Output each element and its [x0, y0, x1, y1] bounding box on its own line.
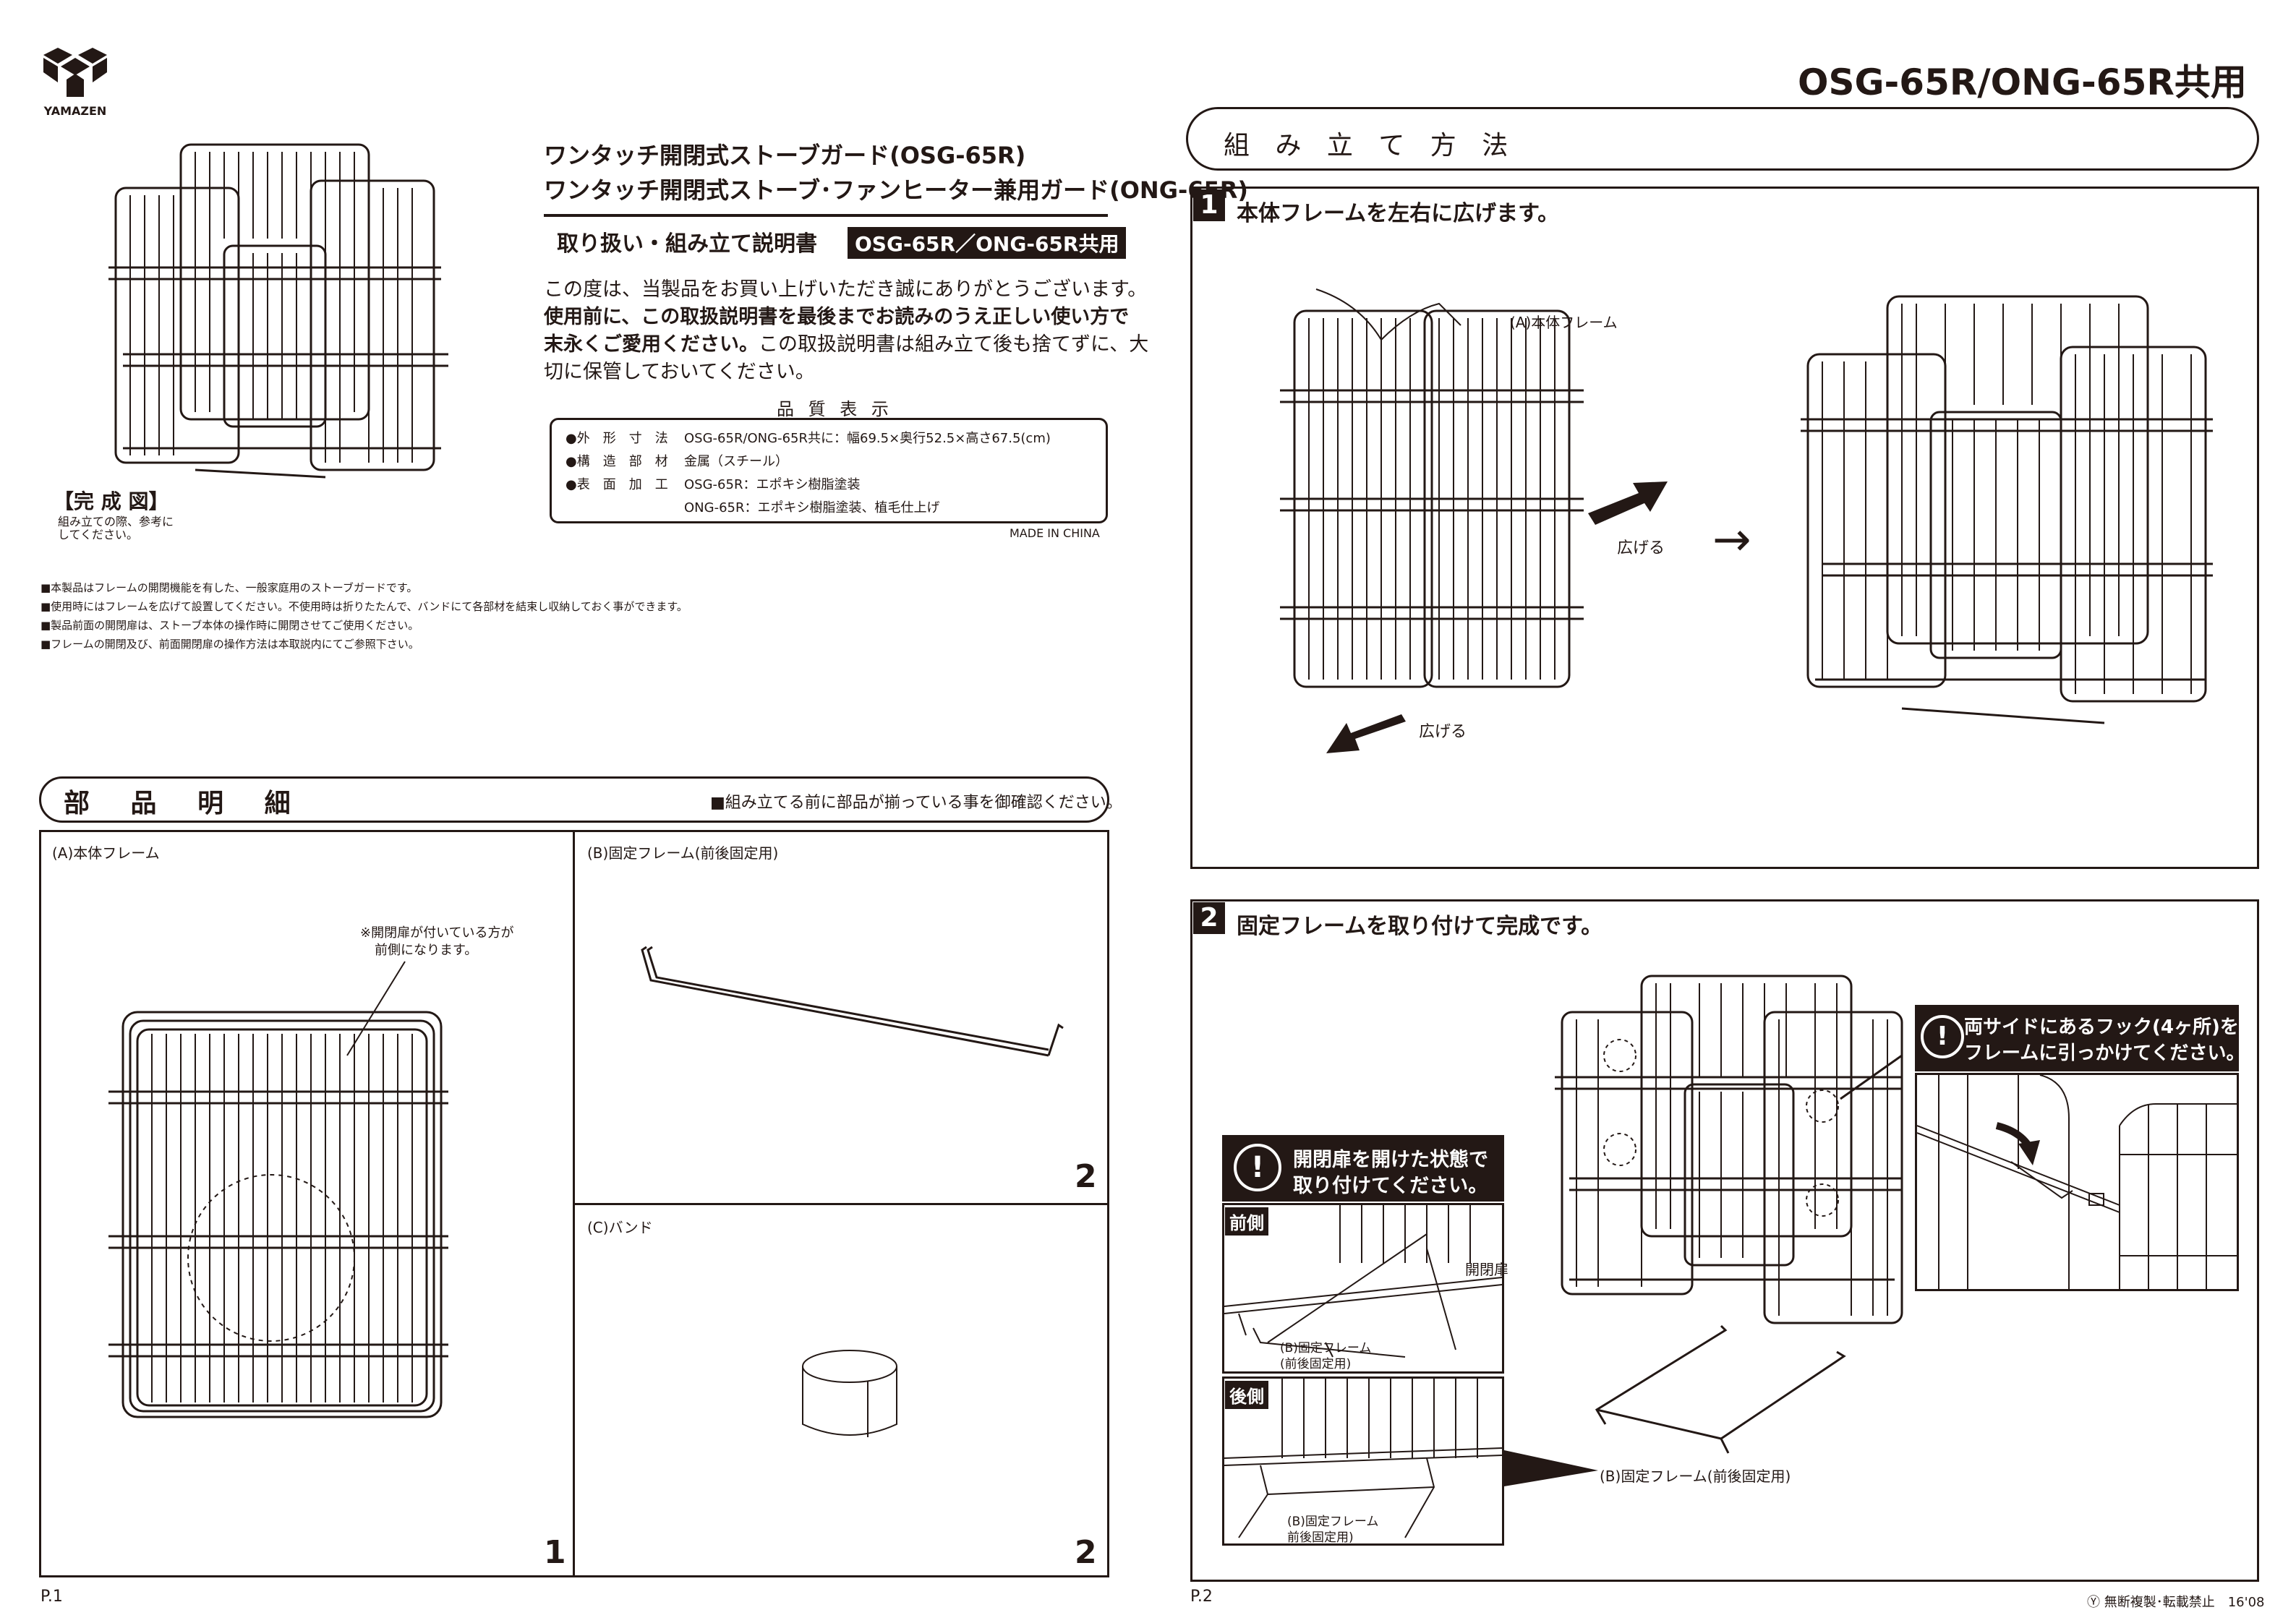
intro-line-4: 切に保管しておいてください。	[544, 361, 815, 383]
parts-section-note: ■組み立てる前に部品が揃っている事を御確認ください。	[710, 794, 1122, 812]
intro-line-2: 使用前に、この取扱説明書を最後までお読みのうえ正しい使い方で	[544, 306, 1130, 328]
front-side-tag: 前側	[1225, 1207, 1268, 1236]
product-title-osg: ワンタッチ開閉式ストーブガード(OSG-65R)	[544, 142, 1026, 169]
note-item: ■製品前面の開閉扉は、ストーブ本体の操作時に開閉させてご使用ください。	[40, 619, 419, 632]
front-b-label-1: (B)固定フレーム	[1280, 1341, 1372, 1356]
b-frame-main-label: (B)固定フレーム(前後固定用)	[1600, 1468, 1791, 1485]
back-detail-illustration	[1224, 1379, 1502, 1538]
brand-name: YAMAZEN	[43, 104, 107, 118]
step-1-frame-label: (A)本体フレーム	[1510, 314, 1618, 331]
folded-frame-illustration	[1280, 288, 1584, 688]
quality-row-key: ●表 面 加 工	[566, 477, 668, 492]
quality-title: 品 質 表 示	[777, 399, 893, 419]
manual-model-tag: OSG-65R／ONG-65R共用	[848, 227, 1127, 259]
assembly-section-title: 組 み 立 て 方 法	[1224, 131, 1517, 160]
step-1-title: 本体フレームを左右に広げます。	[1237, 201, 1560, 226]
hook-warning-line-2: フレームに引っかけてください。	[1964, 1042, 2245, 1064]
completed-note-1: 組み立ての際、参考に	[58, 515, 174, 528]
note-item: ■フレームの開閉及び、前面開閉扉の操作方法は本取説内にてご参照下さい。	[40, 638, 419, 651]
quality-box	[550, 418, 1108, 523]
note-item: ■使用時にはフレームを広げて設置してください。不使用時は折りたたんで、バンドにて…	[40, 600, 688, 613]
quality-row-value: OSG-65R：エポキシ樹脂塗装	[684, 477, 861, 492]
copyright-notice: Ⓨ 無断複製･転載禁止 16'08	[2087, 1595, 2265, 1610]
completed-note-2: してください。	[58, 528, 139, 541]
part-a-label: (A)本体フレーム	[52, 844, 160, 862]
fixing-frame-illustration	[641, 946, 1064, 1057]
part-c-qty: 2	[1075, 1534, 1097, 1571]
part-b-label: (B)固定フレーム(前後固定用)	[587, 844, 779, 862]
made-in-label: MADE IN CHINA	[1010, 526, 1100, 540]
completed-guard-illustration	[108, 143, 448, 479]
step-2-panel	[1190, 899, 2259, 1582]
step-2-title: 固定フレームを取り付けて完成です。	[1237, 914, 1603, 939]
door-label: 開閉扉	[1465, 1261, 1508, 1278]
assembled-guard-illustration	[1555, 975, 1903, 1324]
hook-detail-panel	[1915, 1073, 2239, 1291]
intro-line-1: この度は、当製品をお買い上げいただき誠にありがとうございます。	[544, 278, 1148, 301]
step-1-number: 1	[1193, 189, 1225, 221]
page-number-right: P.2	[1190, 1588, 1213, 1606]
spread-label-2: 広げる	[1419, 723, 1467, 741]
page-number-left: P.1	[40, 1588, 63, 1606]
quality-row-value: OSG-65R/ONG-65R共に：幅69.5×奥行52.5×高さ67.5(cm…	[684, 431, 1051, 446]
step-2-number: 2	[1193, 902, 1225, 934]
intro-line-3-normal: この取扱説明書は組み立て後も捨てずに、大	[759, 333, 1149, 356]
yamazen-logo: YAMAZEN	[40, 48, 110, 120]
hook-detail-illustration	[1917, 1075, 2237, 1289]
model-title: OSG-65R/ONG-65R共用	[1798, 61, 2247, 103]
intro-line-3-bold: 末永くご愛用ください。	[544, 333, 759, 356]
intro-line-3: 末永くご愛用ください。この取扱説明書は組み立て後も捨てずに、大	[544, 328, 1148, 356]
product-title-ong: ワンタッチ開閉式ストーブ･ファンヒーター兼用ガード(ONG-65R)	[544, 176, 1249, 204]
hook-warning-banner	[1915, 1005, 2239, 1071]
back-detail-panel	[1222, 1376, 1504, 1546]
door-note-2: 前側になります。	[375, 943, 478, 958]
back-b-label-1: (B)固定フレーム	[1287, 1515, 1379, 1529]
part-b-qty: 2	[1075, 1158, 1097, 1195]
title-underline	[544, 214, 1108, 217]
part-a-qty: 1	[544, 1534, 566, 1571]
quality-row-value: 金属（スチール）	[684, 454, 788, 469]
back-b-label-2: 前後固定用)	[1287, 1530, 1354, 1545]
spread-label-1: 広げる	[1617, 539, 1665, 557]
loose-fixing-frames-illustration	[1595, 1324, 1846, 1454]
quality-row-key: ●外 形 寸 法	[566, 431, 668, 446]
hook-arrow-icon	[1995, 1122, 2040, 1165]
completed-label: 【完 成 図】	[54, 489, 169, 513]
spread-arrow-up-icon	[1588, 481, 1668, 525]
door-warning-line-2: 取り付けてください。	[1293, 1175, 1488, 1197]
front-detail-illustration	[1224, 1205, 1502, 1358]
front-detail-panel	[1222, 1203, 1504, 1374]
step-1-next-arrow: →	[1712, 513, 1751, 567]
door-warning-line-1: 開閉扉を開けた状態で	[1293, 1149, 1488, 1171]
part-c-label: (C)バンド	[587, 1219, 653, 1236]
band-illustration	[802, 1350, 897, 1437]
callout-pointer	[1504, 1450, 1598, 1486]
parts-divider-horizontal	[573, 1203, 1109, 1205]
note-item: ■本製品はフレームの開閉機能を有した、一般家庭用のストーブガードです。	[40, 581, 418, 594]
step-1-panel	[1190, 187, 2259, 869]
manual-label: 取り扱い・組み立て説明書	[557, 231, 817, 257]
parts-section-header	[39, 776, 1109, 823]
yamazen-logo-icon	[43, 48, 107, 97]
hook-warning-line-1: 両サイドにあるフック(4ヶ所)を	[1964, 1016, 2239, 1038]
assembly-section-header	[1186, 107, 2259, 171]
parts-section-title: 部 品 明 細	[64, 789, 307, 818]
hook-warning-icon: !	[1921, 1015, 1964, 1058]
back-side-tag: 後側	[1225, 1381, 1268, 1409]
quality-row-key: ●構 造 部 材	[566, 454, 668, 469]
quality-row-value: ONG-65R：エポキシ樹脂塗装、植毛仕上げ	[684, 500, 940, 515]
front-b-label-2: (前後固定用)	[1280, 1357, 1352, 1371]
opened-guard-illustration	[1801, 295, 2213, 724]
spread-arrow-down-icon	[1326, 714, 1406, 753]
door-note-1: ※開閉扉が付いている方が	[360, 925, 514, 941]
warning-icon: !	[1234, 1144, 1281, 1191]
main-frame-illustration	[108, 961, 448, 1418]
